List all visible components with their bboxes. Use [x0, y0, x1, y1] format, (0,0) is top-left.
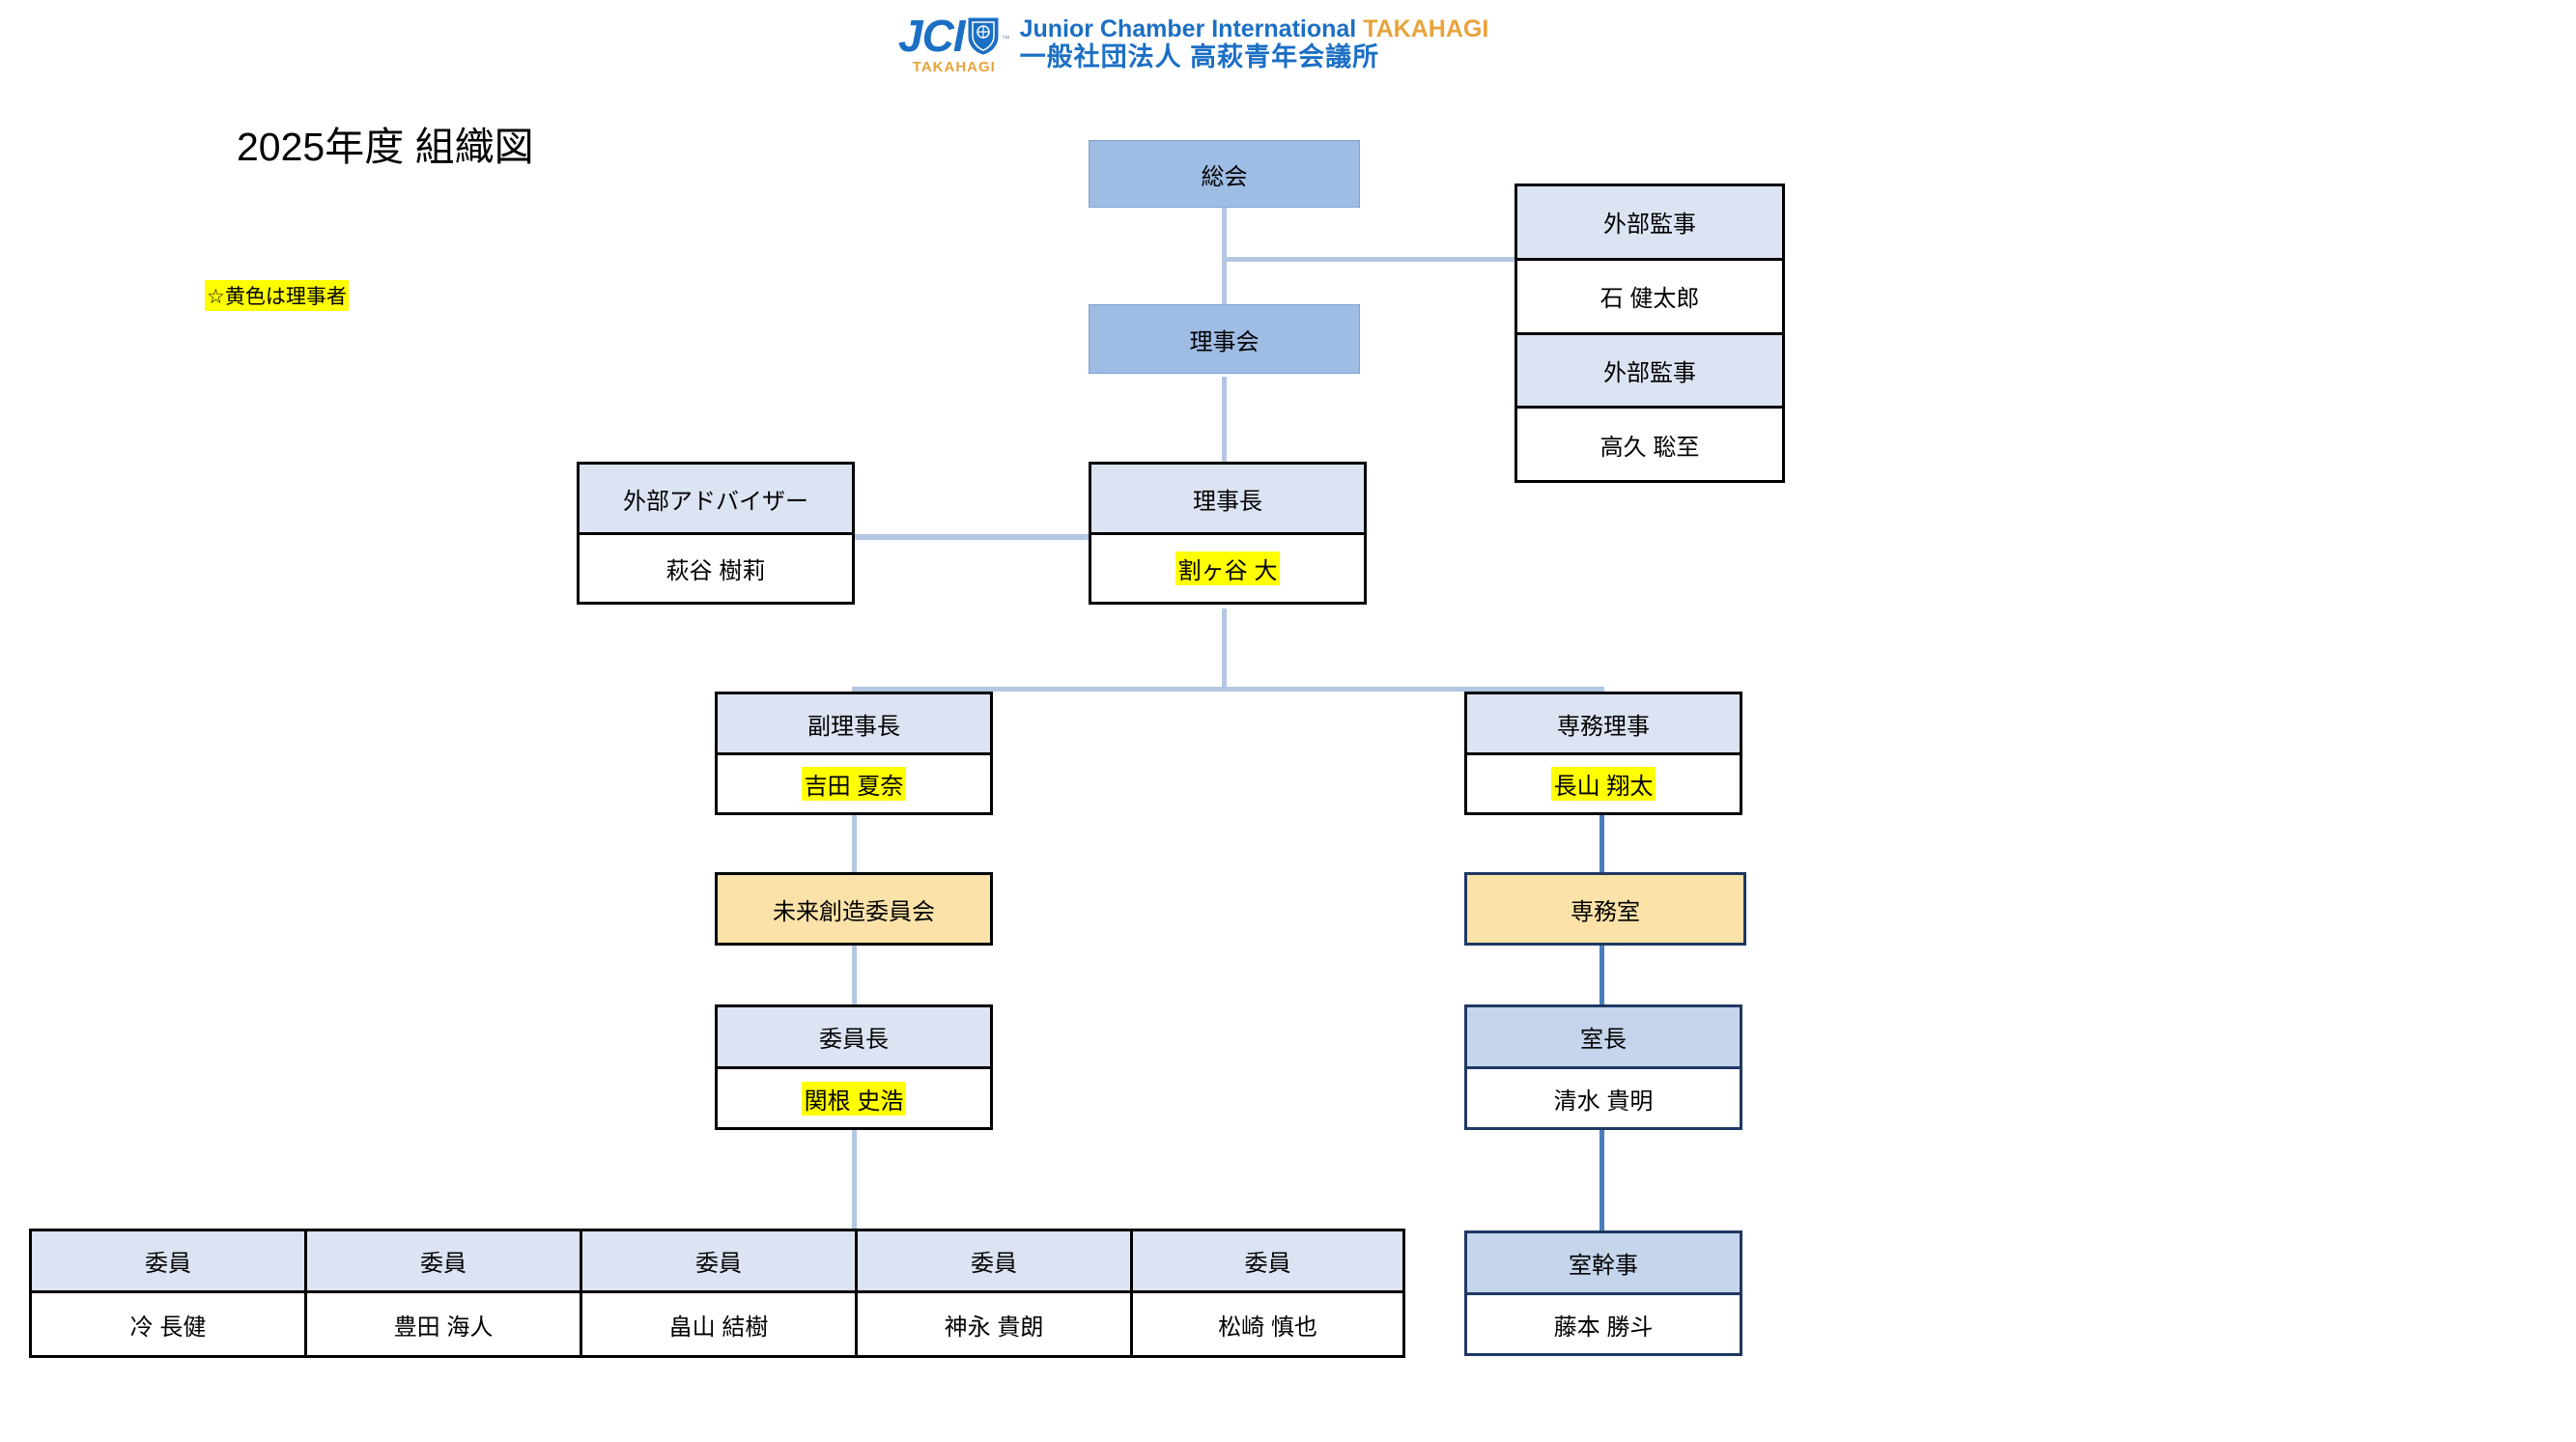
chairman-name-cell: 割ヶ谷 大: [1091, 535, 1364, 602]
committee-chair-title: 委員長: [718, 1007, 990, 1069]
node-future-committee[interactable]: 未来創造委員会: [715, 872, 993, 946]
table-row[interactable]: 委員 豊田 海人: [304, 1229, 580, 1358]
connector-chairman-down: [1222, 608, 1227, 691]
table-row[interactable]: 委員 冷 長健: [29, 1229, 304, 1358]
vice-chairman-name: 吉田 夏奈: [801, 767, 907, 801]
chairman-name: 割ヶ谷 大: [1175, 551, 1281, 585]
shield-icon: [967, 15, 1000, 56]
node-vice-chairman[interactable]: 副理事長 吉田 夏奈: [715, 692, 993, 815]
node-general-assembly[interactable]: 総会: [1089, 140, 1360, 208]
trademark-symbol: ™: [1001, 34, 1010, 43]
connector-chairman-split: [852, 687, 1604, 692]
jci-wordmark: JCI: [898, 11, 966, 61]
member-title: 委員: [1133, 1231, 1402, 1293]
jci-logo-line-en-accent: TAKAHAGI: [1363, 14, 1489, 42]
connector-assembly-auditors: [1222, 257, 1531, 262]
node-board-label: 理事会: [1189, 328, 1260, 355]
connector-chair-members: [852, 1128, 857, 1230]
table-row[interactable]: 委員 松崎 慎也: [1130, 1229, 1405, 1358]
member-title: 委員: [307, 1231, 580, 1293]
committee-member-table: 委員 冷 長健 委員 豊田 海人 委員 畠山 結樹 委員 神永 貴朗 委員 松崎…: [29, 1229, 1405, 1358]
jci-logo-mark-row: JCI ™: [898, 14, 1010, 58]
node-chairman[interactable]: 理事長 割ヶ谷 大: [1089, 462, 1367, 605]
managing-director-name: 長山 翔太: [1550, 767, 1656, 801]
legend-note: ☆黄色は理事者: [205, 280, 349, 311]
external-auditor-1-title: 外部監事: [1517, 186, 1782, 261]
external-auditor-2-title: 外部監事: [1517, 334, 1782, 410]
page-title: 2025年度 組織図: [237, 125, 534, 169]
chairman-title: 理事長: [1091, 465, 1364, 535]
member-title: 委員: [32, 1231, 304, 1293]
connector-managing-office: [1599, 811, 1604, 876]
external-auditor-2-name: 高久 聡至: [1517, 409, 1782, 480]
connector-vice-committee: [852, 811, 857, 876]
external-advisor-name: 萩谷 樹莉: [580, 535, 852, 602]
external-auditor-1-name: 石 健太郎: [1517, 260, 1782, 335]
table-row[interactable]: 委員 神永 貴朗: [855, 1229, 1130, 1358]
connector-assembly-board: [1222, 207, 1227, 304]
member-name: 神永 貴朗: [858, 1293, 1130, 1355]
node-managing-director[interactable]: 専務理事 長山 翔太: [1464, 692, 1742, 815]
table-row[interactable]: 委員 畠山 結樹: [580, 1229, 855, 1358]
jci-logo-line-en: Junior Chamber International TAKAHAGI: [1020, 15, 1489, 43]
managing-director-name-cell: 長山 翔太: [1467, 755, 1740, 812]
node-external-auditors[interactable]: 外部監事 石 健太郎 外部監事 高久 聡至: [1514, 184, 1785, 483]
vice-chairman-title: 副理事長: [718, 694, 990, 755]
managing-director-title: 専務理事: [1467, 694, 1740, 755]
member-name: 畠山 結樹: [582, 1293, 855, 1355]
connector-board-chairman: [1222, 377, 1227, 473]
jci-logo-line-jp: 一般社団法人 高萩青年会議所: [1019, 42, 1380, 72]
node-board[interactable]: 理事会: [1089, 304, 1360, 374]
member-name: 冷 長健: [32, 1293, 304, 1355]
member-name: 豊田 海人: [307, 1293, 580, 1355]
executive-office-label: 専務室: [1571, 898, 1640, 925]
connector-office-head: [1599, 944, 1604, 1006]
node-office-secretary[interactable]: 室幹事 藤本 勝斗: [1464, 1230, 1742, 1356]
node-committee-chair[interactable]: 委員長 関根 史浩: [715, 1004, 993, 1130]
vice-chairman-name-cell: 吉田 夏奈: [718, 755, 990, 812]
office-secretary-name: 藤本 勝斗: [1467, 1295, 1740, 1353]
node-external-advisor[interactable]: 外部アドバイザー 萩谷 樹莉: [577, 462, 855, 605]
jci-logo: JCI ™ TAKAHAGI Junior Chamber Internatio…: [898, 14, 1488, 74]
node-executive-office[interactable]: 専務室: [1464, 872, 1746, 946]
office-head-title: 室長: [1467, 1007, 1740, 1069]
member-title: 委員: [858, 1231, 1130, 1293]
node-office-head[interactable]: 室長 清水 貴明: [1464, 1004, 1742, 1130]
office-secretary-title: 室幹事: [1467, 1233, 1740, 1295]
jci-logo-line-en-main: Junior Chamber International: [1019, 14, 1364, 42]
member-title: 委員: [582, 1231, 855, 1293]
jci-logo-text: Junior Chamber International TAKAHAGI 一般…: [1020, 15, 1489, 73]
jci-logo-chapter: TAKAHAGI: [912, 59, 996, 75]
committee-chair-name: 関根 史浩: [801, 1081, 907, 1116]
connector-advisor-chairman: [855, 534, 1222, 540]
connector-committee-chair: [852, 944, 857, 1006]
member-name: 松崎 慎也: [1133, 1293, 1402, 1355]
committee-chair-name-cell: 関根 史浩: [718, 1069, 990, 1127]
connector-head-secretary: [1599, 1128, 1604, 1230]
future-committee-label: 未来創造委員会: [773, 898, 935, 925]
office-head-name: 清水 貴明: [1467, 1069, 1740, 1127]
external-advisor-title: 外部アドバイザー: [580, 465, 852, 535]
jci-logo-mark: JCI ™ TAKAHAGI: [898, 14, 1010, 74]
node-general-assembly-label: 総会: [1201, 163, 1248, 190]
